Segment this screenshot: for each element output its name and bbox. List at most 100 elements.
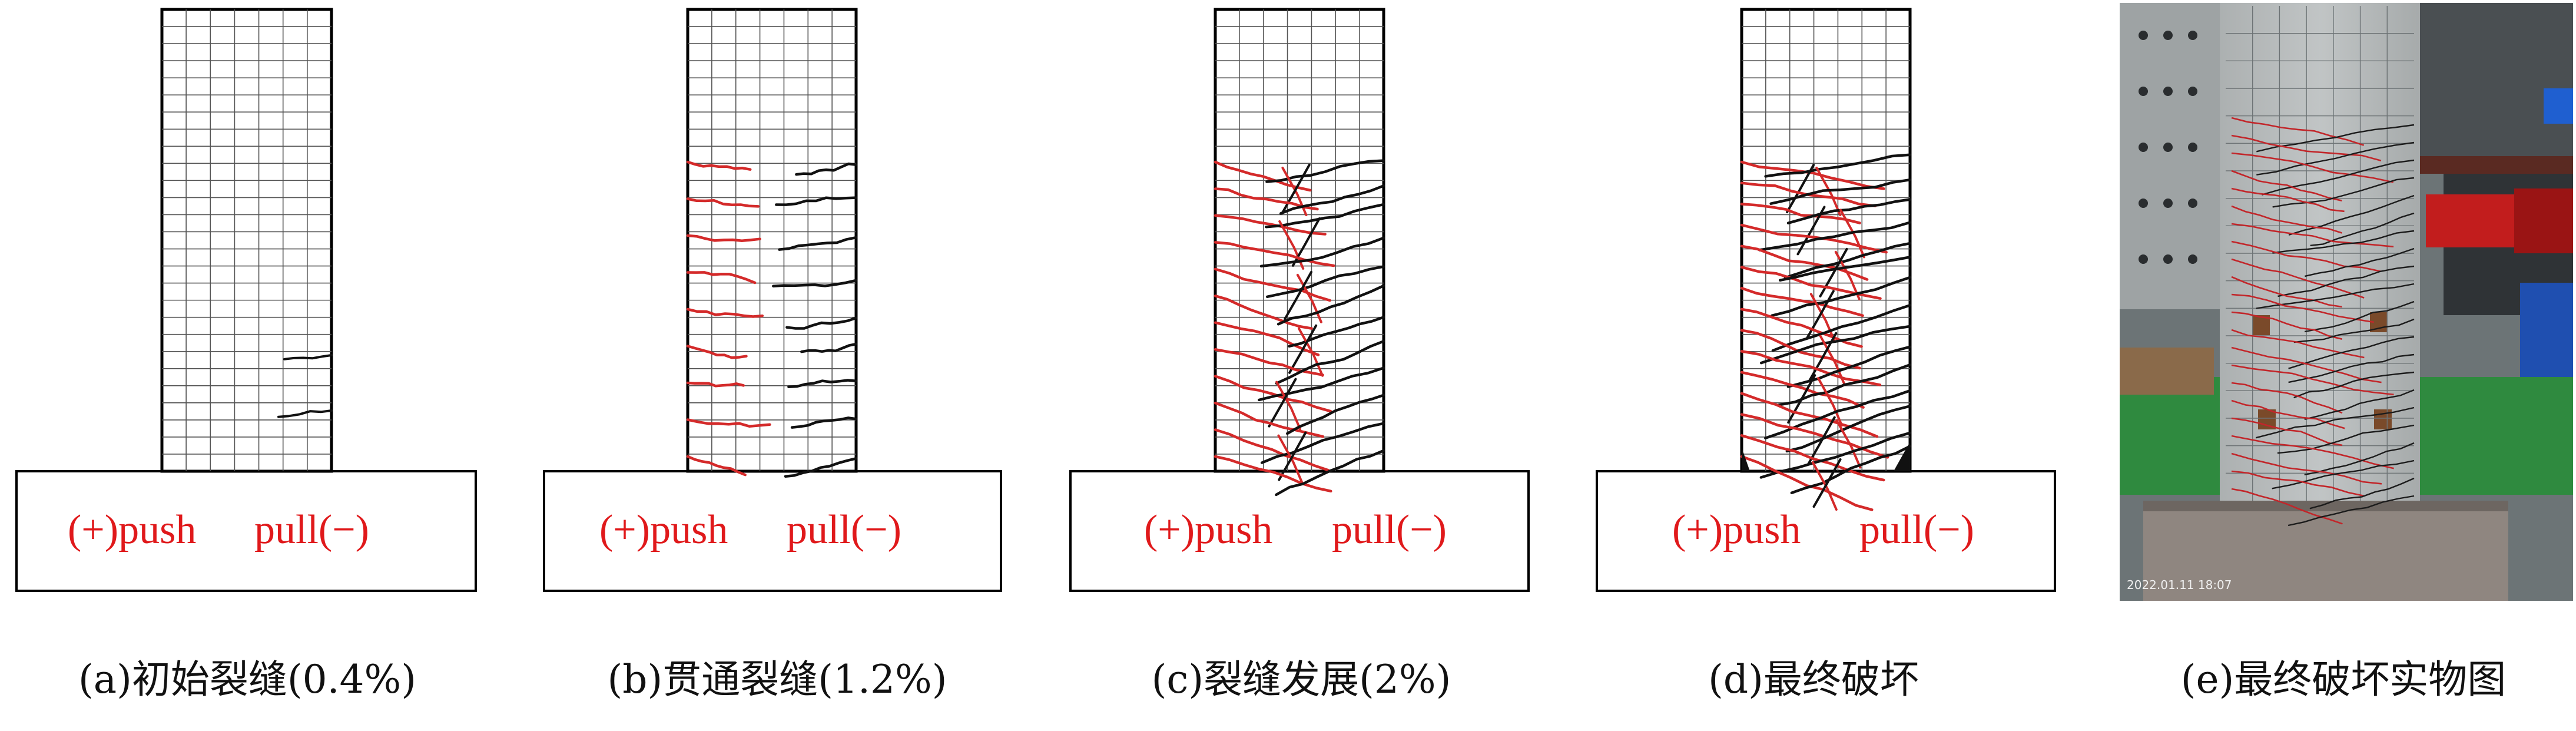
- photo-pull-crack: [2305, 247, 2415, 277]
- pull-crack: [1275, 340, 1385, 385]
- pull-crack-branch: [1812, 458, 1842, 508]
- pull-crack: [1277, 284, 1385, 326]
- photo-pull-crack: [2304, 442, 2415, 476]
- pull-crack: [1771, 276, 1912, 317]
- panel-crack-development: [1069, 8, 1530, 592]
- push-crack: [686, 307, 764, 318]
- push-crack: [1214, 241, 1335, 267]
- foundation-outline: [1596, 470, 2056, 592]
- photo-push-crack: [2231, 223, 2394, 248]
- pull-crack-branch: [1288, 324, 1318, 374]
- pull-crack-branch: [1805, 290, 1835, 340]
- pull-crack: [1275, 449, 1385, 497]
- photo-pull-crack: [2288, 194, 2415, 236]
- photo-push-crack: [2231, 170, 2342, 201]
- pull-crack: [1786, 345, 1912, 388]
- pull-crack: [1785, 405, 1912, 453]
- pull-crack: [1286, 393, 1385, 435]
- pull-crack-branch: [1268, 378, 1297, 428]
- photo-pull-crack: [2277, 424, 2415, 454]
- push-label-d: (+)push: [1672, 507, 1801, 553]
- pull-crack: [277, 409, 333, 418]
- pull-crack: [1790, 445, 1912, 494]
- photo-pull-crack: [2304, 389, 2415, 420]
- crushed-toe-right: [1894, 442, 1910, 471]
- photo-pull-crack: [2277, 265, 2415, 297]
- pull-crack: [1783, 242, 1912, 279]
- photo-bolt-holes: [2139, 31, 2197, 264]
- foundation-outline: [1069, 470, 1530, 592]
- photo-pull-crack: [2304, 300, 2415, 333]
- push-label-a: (+)push: [68, 507, 196, 553]
- push-crack: [1740, 371, 1865, 409]
- pull-crack: [1764, 153, 1912, 178]
- push-crack: [686, 418, 771, 428]
- bolt-hole: [2163, 31, 2173, 40]
- pull-crack-branch: [1819, 247, 1848, 297]
- photo-push-crack: [2231, 152, 2394, 183]
- photo-pull-crack: [2310, 212, 2415, 246]
- photo-push-crack: [2231, 311, 2343, 340]
- pull-crack: [787, 379, 858, 388]
- pull-crack: [775, 196, 858, 206]
- caption-initial-crack: (a)初始裂缝(0.4%): [78, 657, 417, 702]
- push-crack: [1740, 350, 1882, 386]
- push-crack: [1214, 267, 1331, 302]
- bolt-hole: [2188, 143, 2197, 152]
- failure-photo: 2022.01.11 18:07: [2120, 3, 2573, 601]
- bolt-hole: [2163, 254, 2173, 264]
- bolt-hole: [2188, 87, 2197, 96]
- pull-crack-branch: [1796, 206, 1826, 256]
- bolt-hole: [2139, 31, 2148, 40]
- push-crack: [686, 455, 747, 477]
- photo-pull-crack: [2272, 230, 2415, 254]
- crack-set: [686, 160, 858, 478]
- push-crack-branch: [1277, 434, 1304, 484]
- photo-pull-crack: [2288, 336, 2415, 369]
- photo-push-crack: [2231, 435, 2394, 469]
- photo-push-crack: [2231, 258, 2365, 299]
- photo-push-crack: [2231, 488, 2343, 525]
- bolt-hole: [2163, 87, 2173, 96]
- photo-push-crack: [2231, 187, 2345, 213]
- pull-crack: [1265, 265, 1385, 299]
- push-crack: [1214, 321, 1320, 356]
- photo-pull-crack: [2309, 477, 2415, 510]
- bolt-hole: [2139, 199, 2148, 208]
- pull-crack-branch: [1787, 374, 1816, 424]
- bolt-hole: [2163, 143, 2173, 152]
- pull-crack: [785, 316, 858, 330]
- pull-label-c: pull(−): [1332, 507, 1447, 553]
- crack-set: [277, 354, 333, 418]
- push-crack: [1214, 348, 1324, 376]
- push-crack: [686, 381, 745, 388]
- pull-crack-branch: [1284, 270, 1313, 320]
- push-crack-branch: [1811, 461, 1838, 511]
- pull-crack: [1786, 198, 1912, 224]
- pull-crack: [1260, 422, 1385, 464]
- push-label-b: (+)push: [599, 507, 728, 553]
- push-crack-branch: [1815, 167, 1842, 216]
- push-crack-branch: [1275, 381, 1302, 431]
- push-crack: [1214, 455, 1332, 493]
- pull-crack: [1771, 303, 1912, 352]
- pull-crack: [784, 457, 858, 478]
- photo-push-crack: [2231, 240, 2382, 273]
- push-crack: [1214, 428, 1330, 472]
- photo-push-crack: [2231, 205, 2342, 234]
- push-crack: [1214, 375, 1332, 413]
- push-crack: [1740, 287, 1864, 317]
- wall-outline: [1214, 8, 1385, 473]
- pull-crack: [1769, 178, 1912, 205]
- pull-crack: [1265, 203, 1385, 229]
- photo-push-crack: [2231, 293, 2375, 323]
- crack-set: [1740, 153, 1912, 511]
- caption-crack-development: (c)裂缝发展(2%): [1151, 657, 1451, 702]
- bolt-hole: [2188, 254, 2197, 264]
- photo-push-crack: [2231, 276, 2342, 308]
- pull-label-d: pull(−): [1859, 507, 1974, 553]
- photo-push-crack: [2231, 452, 2382, 485]
- bolt-hole: [2139, 254, 2148, 264]
- push-crack-branch: [1809, 293, 1836, 343]
- photo-wall-cracks: [2231, 117, 2415, 527]
